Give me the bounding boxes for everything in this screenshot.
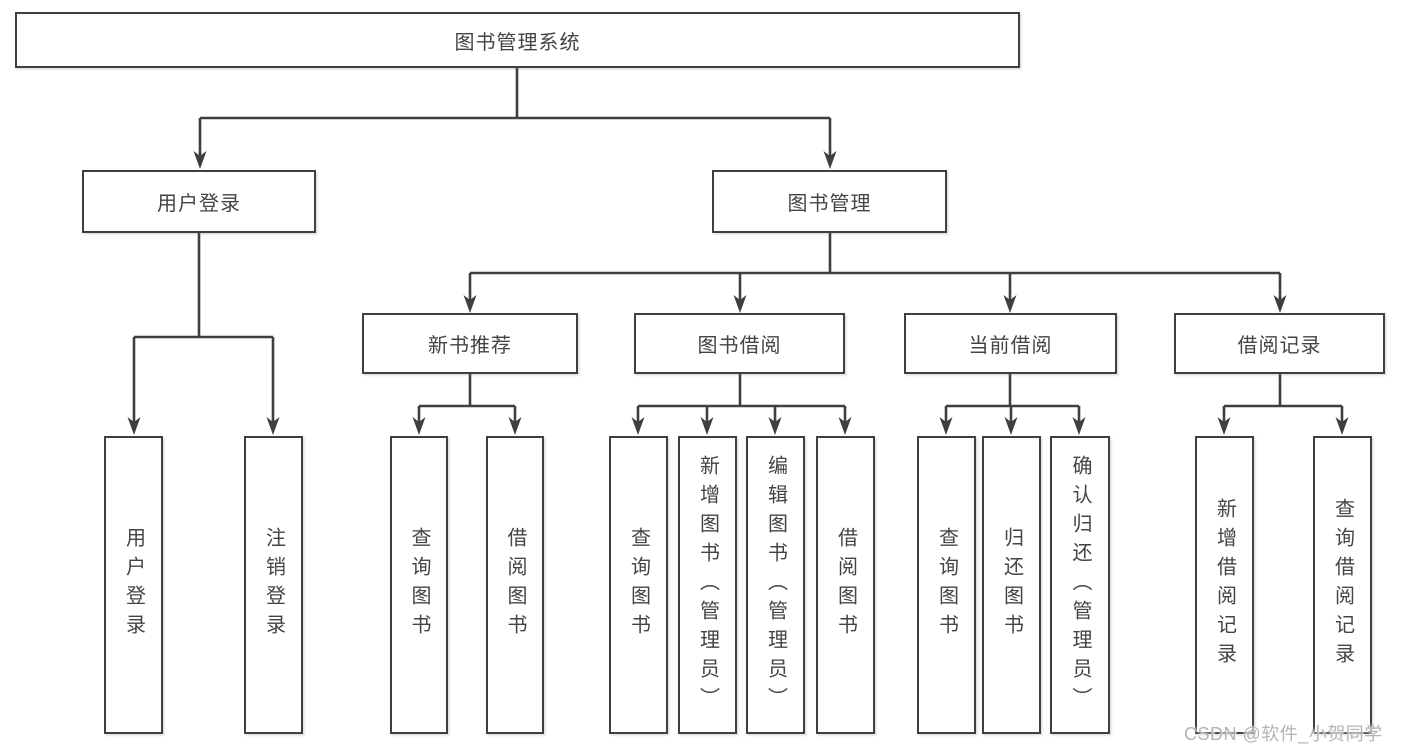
node-current-borrow-label: 当前借阅 bbox=[968, 335, 1053, 357]
leaf-logout: 注销登录 bbox=[244, 436, 303, 734]
leaf-borrow-book: 借阅图书 bbox=[816, 436, 875, 734]
leaf-newbooks-query: 查询图书 bbox=[390, 436, 448, 734]
leaf-borrow-query: 查询图书 bbox=[609, 436, 668, 734]
node-book-management-label: 图书管理 bbox=[787, 193, 872, 215]
leaf-records-add-label: 新增借阅记录 bbox=[1213, 498, 1236, 672]
node-user-login: 用户登录 bbox=[82, 170, 316, 233]
leaf-borrow-book-label: 借阅图书 bbox=[834, 527, 857, 643]
node-root-label: 图书管理系统 bbox=[454, 31, 581, 54]
node-book-borrow-label: 图书借阅 bbox=[697, 335, 782, 357]
leaf-records-query-label: 查询借阅记录 bbox=[1331, 498, 1354, 672]
leaf-logout-label: 注销登录 bbox=[262, 527, 285, 643]
leaf-records-query: 查询借阅记录 bbox=[1313, 436, 1372, 734]
leaf-current-query: 查询图书 bbox=[917, 436, 976, 734]
leaf-newbooks-query-label: 查询图书 bbox=[408, 527, 430, 643]
node-borrow-records-label: 借阅记录 bbox=[1237, 335, 1322, 357]
leaf-current-return: 归还图书 bbox=[982, 436, 1041, 734]
leaf-borrow-query-label: 查询图书 bbox=[627, 527, 650, 643]
csdn-watermark: CSDN @软件_小贺同学 bbox=[1184, 724, 1383, 744]
leaf-borrow-edit-admin: 编辑图书（管理员） bbox=[746, 436, 805, 734]
leaf-newbooks-borrow-label: 借阅图书 bbox=[504, 527, 526, 643]
leaf-current-confirm-admin-label: 确认归还（管理员） bbox=[1069, 454, 1091, 716]
node-new-book-recommend-label: 新书推荐 bbox=[428, 335, 512, 357]
node-book-management: 图书管理 bbox=[712, 170, 947, 233]
leaf-borrow-add-admin: 新增图书（管理员） bbox=[678, 436, 737, 734]
leaf-borrow-edit-admin-label: 编辑图书（管理员） bbox=[764, 454, 787, 716]
leaf-current-confirm-admin: 确认归还（管理员） bbox=[1050, 436, 1110, 734]
node-root: 图书管理系统 bbox=[15, 12, 1020, 68]
node-book-borrow: 图书借阅 bbox=[634, 313, 845, 374]
leaf-user-login: 用户登录 bbox=[104, 436, 163, 734]
leaf-borrow-add-admin-label: 新增图书（管理员） bbox=[696, 454, 719, 716]
leaf-user-login-label: 用户登录 bbox=[122, 527, 145, 643]
node-borrow-records: 借阅记录 bbox=[1174, 313, 1385, 374]
leaf-newbooks-borrow: 借阅图书 bbox=[486, 436, 544, 734]
leaf-current-return-label: 归还图书 bbox=[1000, 527, 1023, 643]
node-user-login-label: 用户登录 bbox=[157, 193, 241, 215]
leaf-records-add: 新增借阅记录 bbox=[1195, 436, 1254, 734]
leaf-current-query-label: 查询图书 bbox=[935, 527, 958, 643]
node-new-book-recommend: 新书推荐 bbox=[362, 313, 578, 374]
node-current-borrow: 当前借阅 bbox=[904, 313, 1117, 374]
